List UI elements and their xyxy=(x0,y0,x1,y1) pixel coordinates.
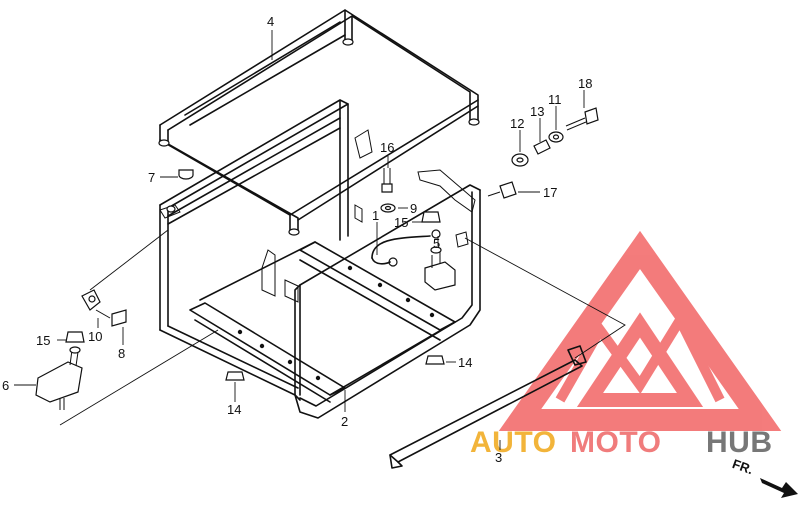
watermark-text-hub: HUB xyxy=(706,426,773,459)
callout-grommet-12: 12 xyxy=(510,116,524,131)
callout-nut-15-left: 15 xyxy=(36,333,50,348)
bolt-17 xyxy=(487,181,517,199)
bolt-16 xyxy=(381,168,393,193)
washer-11 xyxy=(548,131,564,143)
washer-9 xyxy=(380,203,396,213)
nut-15-left xyxy=(65,331,85,343)
watermark-triangle xyxy=(498,230,782,431)
left-mount-part xyxy=(35,346,83,410)
callout-frame: 2 xyxy=(341,414,348,429)
mount-part xyxy=(424,246,456,291)
callout-labels: 4 2 3 1 5 6 7 8 9 10 11 12 13 14 14 15 1… xyxy=(2,14,592,465)
grommet-12 xyxy=(511,153,529,167)
clip-part xyxy=(81,289,101,311)
collar-13 xyxy=(533,139,551,155)
watermark-m-stroke xyxy=(555,309,725,403)
nut-15-right xyxy=(421,211,441,223)
watermark-text-auto: AUTO xyxy=(470,426,556,459)
callout-pipe: 4 xyxy=(267,14,274,29)
callout-bolt-8: 8 xyxy=(118,346,125,361)
ground-wire-part xyxy=(371,229,441,267)
callout-washer-11: 11 xyxy=(548,92,562,107)
bracket-right xyxy=(417,169,476,248)
callout-washer-9: 9 xyxy=(410,201,417,216)
watermark-wordmark: AUTO MOTO HUB xyxy=(470,426,773,459)
callout-mount: 5 xyxy=(433,236,440,251)
watermark-logo xyxy=(498,230,782,431)
callout-wire: 1 xyxy=(372,208,379,223)
strap-part xyxy=(389,345,587,469)
nut-14-bottom xyxy=(225,371,245,381)
callout-bolt-16: 16 xyxy=(380,140,394,155)
pipe-frame-part xyxy=(158,9,480,236)
front-arrow-icon xyxy=(760,478,798,498)
leader-lines xyxy=(14,30,626,450)
bolt-18 xyxy=(565,107,599,131)
nut-7 xyxy=(178,169,194,180)
bolt-8 xyxy=(95,309,127,327)
callout-strap: 3 xyxy=(495,450,502,465)
front-marker: FR. xyxy=(730,456,798,498)
callout-bolt-17: 17 xyxy=(543,185,557,200)
callout-bolt-18: 18 xyxy=(578,76,592,91)
watermark-triangle-inner xyxy=(576,312,704,407)
callout-cap-nut: 7 xyxy=(148,170,155,185)
callout-collar-13: 13 xyxy=(530,104,544,119)
callout-clip: 10 xyxy=(88,329,102,344)
front-marker-label: FR. xyxy=(730,456,755,477)
callout-nut-14-bottom: 14 xyxy=(227,402,241,417)
callout-nut-14-right: 14 xyxy=(458,355,472,370)
nut-14-right xyxy=(425,355,445,365)
main-frame-part xyxy=(159,99,481,419)
callout-nut-15-right: 15 xyxy=(394,215,408,230)
callout-mount-left: 6 xyxy=(2,378,9,393)
watermark-text-moto: MOTO xyxy=(570,426,661,459)
